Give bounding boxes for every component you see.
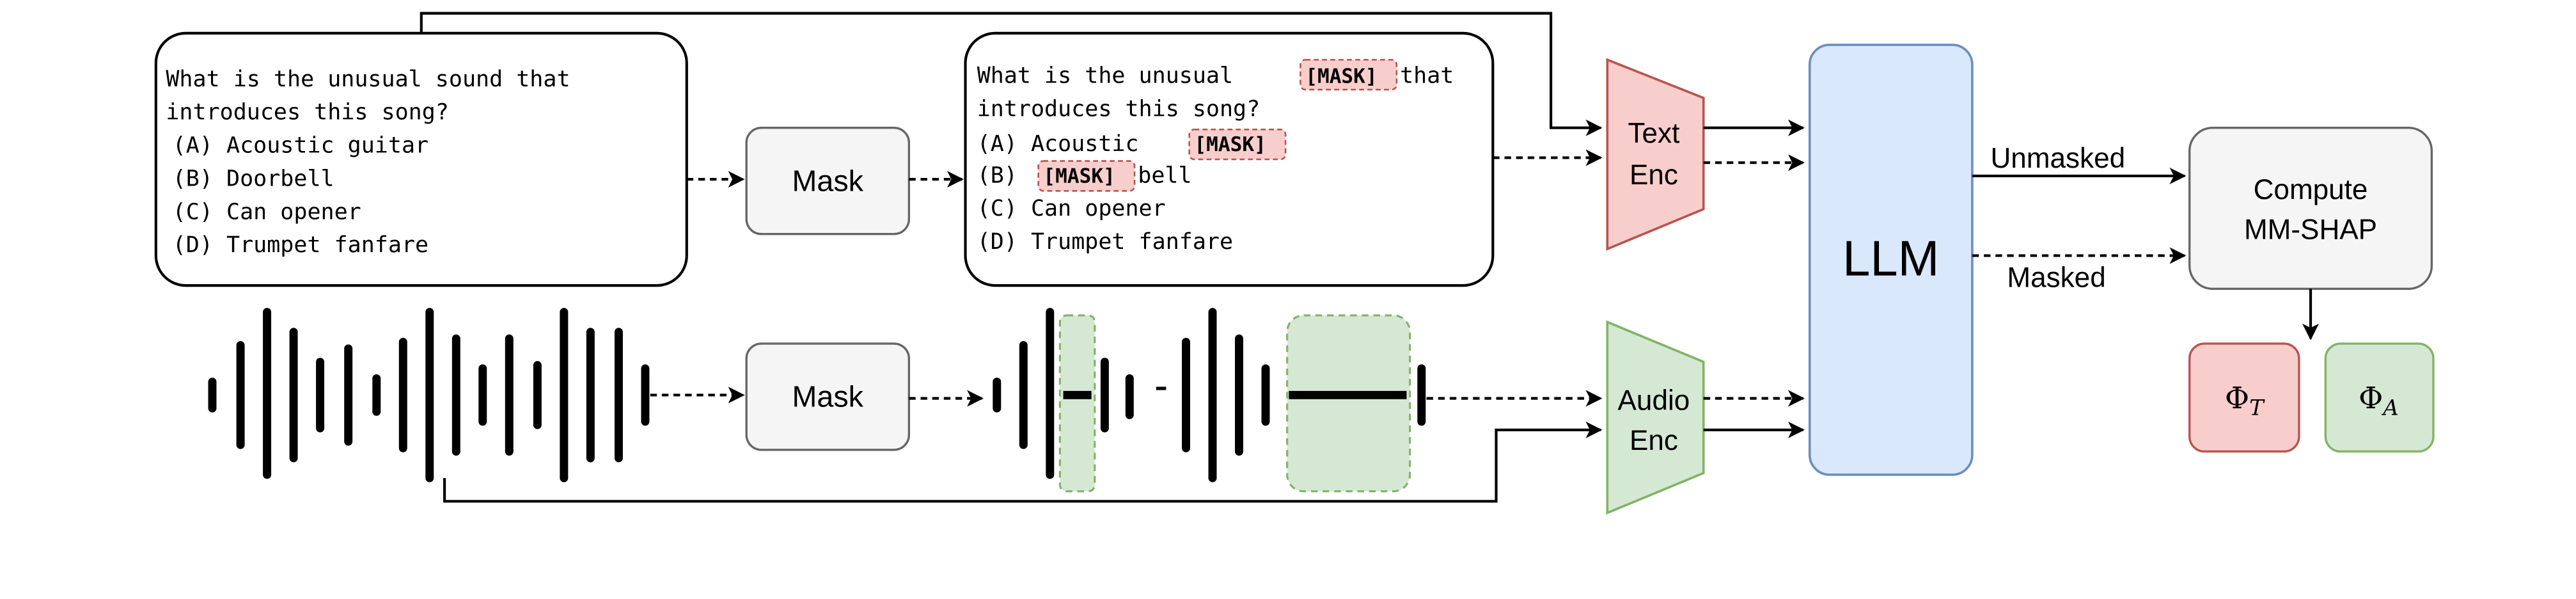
masked-waveform <box>993 308 1426 493</box>
original-question-to-text-enc-path <box>420 12 1603 136</box>
mask-token-highlight <box>1037 160 1136 192</box>
phi-text-box: ΦT <box>2188 342 2300 453</box>
option-c: (C) Can opener <box>173 199 361 225</box>
text-encoder: Text Enc <box>1606 58 1705 251</box>
masked-question-line: What is the unusual [MASK]that <box>977 63 1454 89</box>
masked-question-line: introduces this song? <box>977 97 1261 122</box>
phi-text-label: ΦT <box>2225 381 2265 420</box>
text-enc-label: Text <box>1628 118 1679 149</box>
masked-label: Masked <box>2007 262 2105 294</box>
compute-mmshap-box: Compute MM-SHAP <box>2188 127 2433 290</box>
phi-audio-box: ΦA <box>2324 342 2435 453</box>
masked-option-b: (B) [MASK]bell <box>977 163 1192 188</box>
masked-option-a: (A) Acoustic [MASK] <box>977 131 1266 157</box>
compute-label: Compute <box>2254 174 2368 205</box>
audio-encoder: Audio Enc <box>1606 320 1705 515</box>
audio-enc-label: Audio <box>1618 385 1690 417</box>
audio-mask-region <box>1286 314 1411 493</box>
original-audio-to-audio-enc-path <box>443 421 1603 503</box>
audio-enc-label: Enc <box>1630 425 1678 456</box>
compute-label: MM-SHAP <box>2244 214 2377 245</box>
masked-question-box: What is the unusual [MASK]that introduce… <box>964 31 1495 287</box>
mask-token-highlight <box>1300 59 1398 91</box>
mask-audio-label: Mask <box>792 379 863 413</box>
text-enc-label: Enc <box>1630 159 1678 191</box>
mask-text-label: Mask <box>792 164 863 197</box>
unmasked-label: Unmasked <box>1990 143 2125 174</box>
llm-label: LLM <box>1842 232 1939 287</box>
option-a: (A) Acoustic guitar <box>173 133 428 159</box>
question-line: What is the unusual sound that <box>166 67 570 92</box>
question-line: introduces this song? <box>166 100 449 125</box>
masked-option-c: (C) Can opener <box>977 196 1166 221</box>
mask-text-box: Mask <box>745 127 911 236</box>
original-question-box: What is the unusual sound that introduce… <box>154 31 688 287</box>
mask-audio-box: Mask <box>745 342 911 451</box>
original-waveform <box>208 308 650 483</box>
phi-audio-label: ΦA <box>2359 381 2399 420</box>
audio-mask-region <box>1058 314 1096 493</box>
llm-block: LLM <box>1808 44 1974 476</box>
masked-option-d: (D) Trumpet fanfare <box>977 229 1233 255</box>
option-b: (B) Doorbell <box>173 166 334 191</box>
mask-token-highlight <box>1188 129 1287 161</box>
option-d: (D) Trumpet fanfare <box>173 232 428 258</box>
